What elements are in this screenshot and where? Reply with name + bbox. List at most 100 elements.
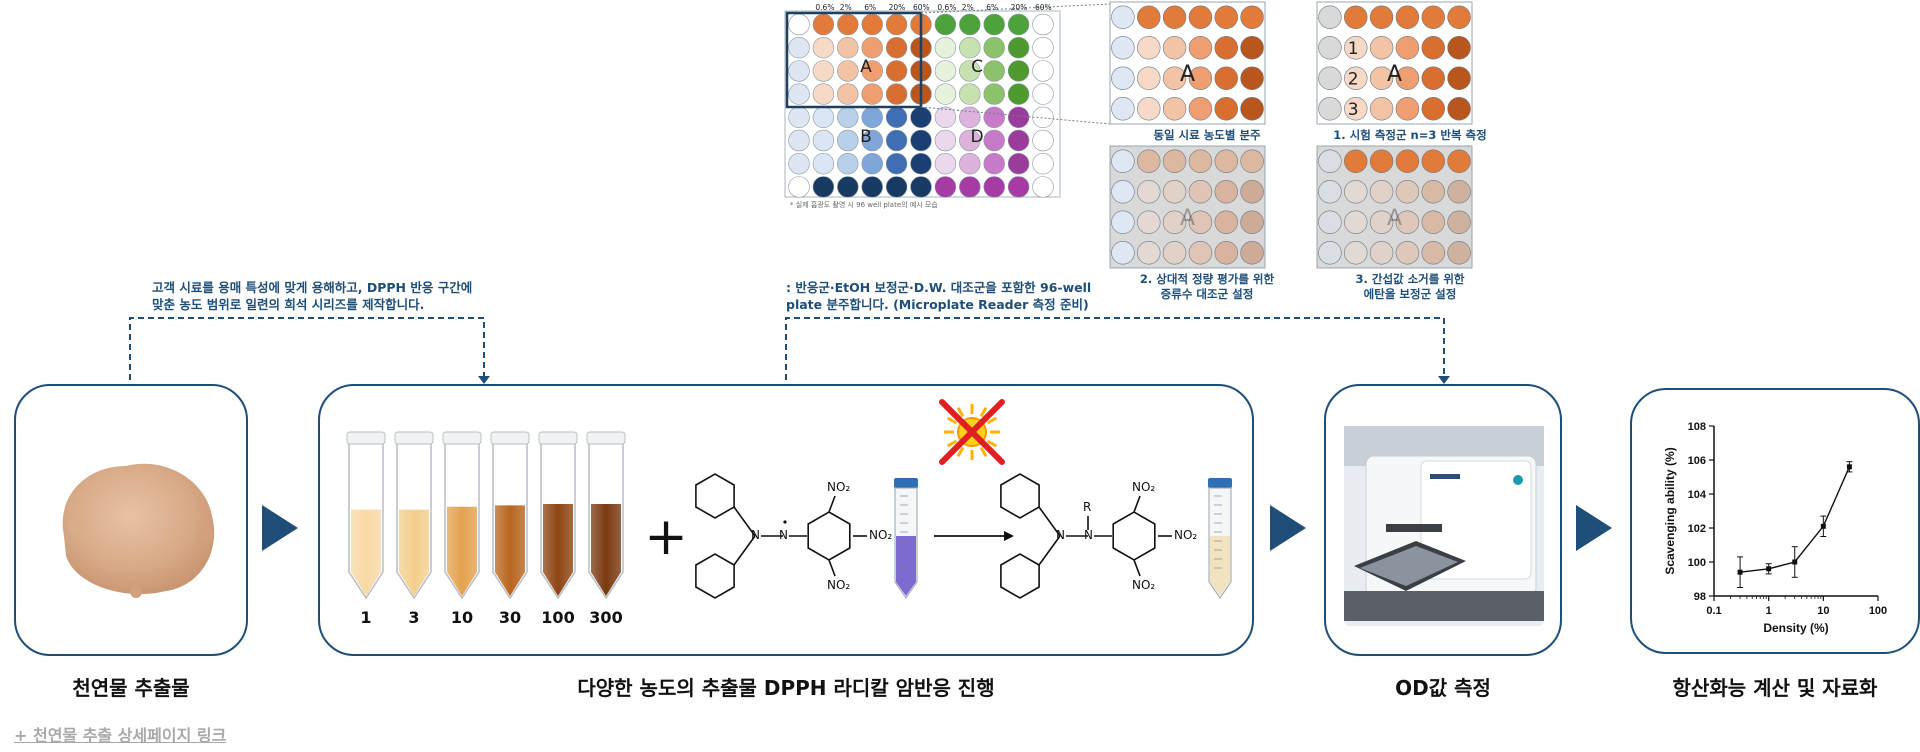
detail-plate-well — [1240, 97, 1264, 121]
detail-plate-well — [1318, 97, 1342, 121]
detail-plate-well — [1369, 36, 1394, 60]
main-plate-well — [885, 176, 908, 198]
main-plate-well — [861, 153, 883, 175]
detail-plate-well — [1318, 241, 1342, 265]
main-plate-well — [983, 176, 1005, 198]
quadrant-label: C — [971, 57, 983, 77]
detail-plate-well — [1447, 66, 1471, 90]
detail-plate-well — [1162, 66, 1187, 90]
main-plate-well — [1007, 106, 1030, 129]
tube-liquid — [399, 509, 429, 596]
main-plate-well — [934, 37, 957, 59]
detail-plate-well — [1111, 180, 1135, 204]
step1-caption: 천연물 추출물 — [72, 676, 190, 700]
dashed-connectors — [129, 317, 1450, 384]
dpph-h-n2: N — [1084, 528, 1093, 542]
detail-page-link[interactable]: + 천연물 추출 상세페이지 링크 — [14, 726, 227, 745]
detail-plate-well — [1421, 180, 1445, 204]
detail-plate-well — [1344, 36, 1368, 60]
dpph-radical-dot — [783, 520, 787, 524]
y-tick-label: 98 — [1694, 591, 1706, 603]
main-plate-well — [910, 129, 932, 152]
detail-plate-well — [1214, 97, 1238, 121]
detail-plate-well — [1111, 66, 1135, 90]
detail-plate-well — [1188, 241, 1213, 265]
x-axis-label: Density (%) — [1763, 621, 1828, 635]
dpph-tube-liquid — [896, 536, 916, 596]
main-plate-well — [788, 176, 810, 198]
tube-cap — [586, 431, 626, 445]
detail-plate-well — [1421, 5, 1445, 29]
main-plate-well — [910, 153, 932, 175]
y-tick-label: 104 — [1688, 489, 1707, 501]
highlight-box — [785, 11, 923, 109]
detail-plate-well — [1240, 66, 1264, 90]
main-plate-well — [812, 153, 835, 175]
tube-cap — [394, 431, 434, 445]
detail-plate-well — [1344, 241, 1368, 265]
detail-plate-well — [1369, 210, 1394, 234]
main-plate-well — [959, 13, 981, 36]
main-plate-well — [1007, 83, 1030, 105]
detail-plate-well — [1214, 5, 1238, 29]
detail-plate-well — [1344, 180, 1368, 204]
detail-plate-well — [1240, 241, 1264, 265]
reacted-tube-cap — [1208, 478, 1232, 488]
detail-plate-well — [1111, 36, 1135, 60]
main-plate-well — [885, 60, 908, 82]
zoom-line — [920, 3, 1111, 14]
data-point — [1820, 523, 1826, 529]
plate-caption-3b: 증류수 대조군 설정 — [1160, 287, 1254, 301]
detail-plate-well — [1240, 36, 1264, 60]
x-tick-label: 1 — [1766, 605, 1772, 617]
detail-plate-well — [1188, 97, 1213, 121]
detail-plate-well — [1137, 241, 1161, 265]
detail-plate-well — [1447, 97, 1471, 121]
flow-arrow-2 — [1270, 505, 1306, 551]
detail-plate-well — [1111, 97, 1135, 121]
main-plate-well — [1032, 153, 1054, 175]
concentration-label: 6% — [864, 3, 877, 12]
detail-plate-well — [1188, 149, 1213, 173]
main-plate-well — [934, 106, 957, 129]
y-tick-label: 106 — [1688, 455, 1706, 467]
plate-caption-4b: 에탄올 보정군 설정 — [1363, 287, 1457, 301]
main-plate-well — [959, 176, 981, 198]
detail-plate-well — [1395, 5, 1420, 29]
main-plate-well — [1032, 83, 1054, 105]
detail-plate-well — [1188, 210, 1213, 234]
step4-caption: 항산화능 계산 및 자료화 — [1672, 676, 1878, 700]
concentration-label: 2% — [961, 3, 974, 12]
main-plate-well — [983, 153, 1005, 175]
x-tick-label: 10 — [1817, 605, 1829, 617]
dpph-h-no2-bottom: NO₂ — [1132, 578, 1156, 592]
data-point — [1737, 569, 1743, 575]
detail-plate-well — [1344, 210, 1368, 234]
detail-plate-well — [1318, 5, 1342, 29]
detail-plate-well — [1137, 210, 1161, 234]
detail-plate-well — [1395, 66, 1420, 90]
main-plate-well — [788, 37, 810, 59]
detail-plate-well — [1111, 210, 1135, 234]
detail-plate-well — [1344, 97, 1368, 121]
main-plate-well — [837, 60, 859, 82]
detail-plate-well — [1240, 5, 1264, 29]
tube-series — [346, 431, 626, 600]
main-plate-well — [934, 153, 957, 175]
detail-plate-well — [1162, 180, 1187, 204]
detail-plate-well — [1318, 36, 1342, 60]
dpph-h-n1: N — [1056, 528, 1065, 542]
main-plate-well — [812, 83, 835, 105]
detail-plate-well — [1447, 241, 1471, 265]
detail-plate-well — [1214, 66, 1238, 90]
data-point — [1792, 559, 1798, 565]
detail-plate-frame — [1109, 145, 1266, 269]
main-plate-well — [959, 37, 981, 59]
dpph-no2-top: NO₂ — [827, 480, 851, 494]
concentration-label: 0.6% — [937, 3, 957, 12]
concentration-label: 6% — [986, 3, 999, 12]
y-tick-label: 102 — [1688, 523, 1706, 535]
